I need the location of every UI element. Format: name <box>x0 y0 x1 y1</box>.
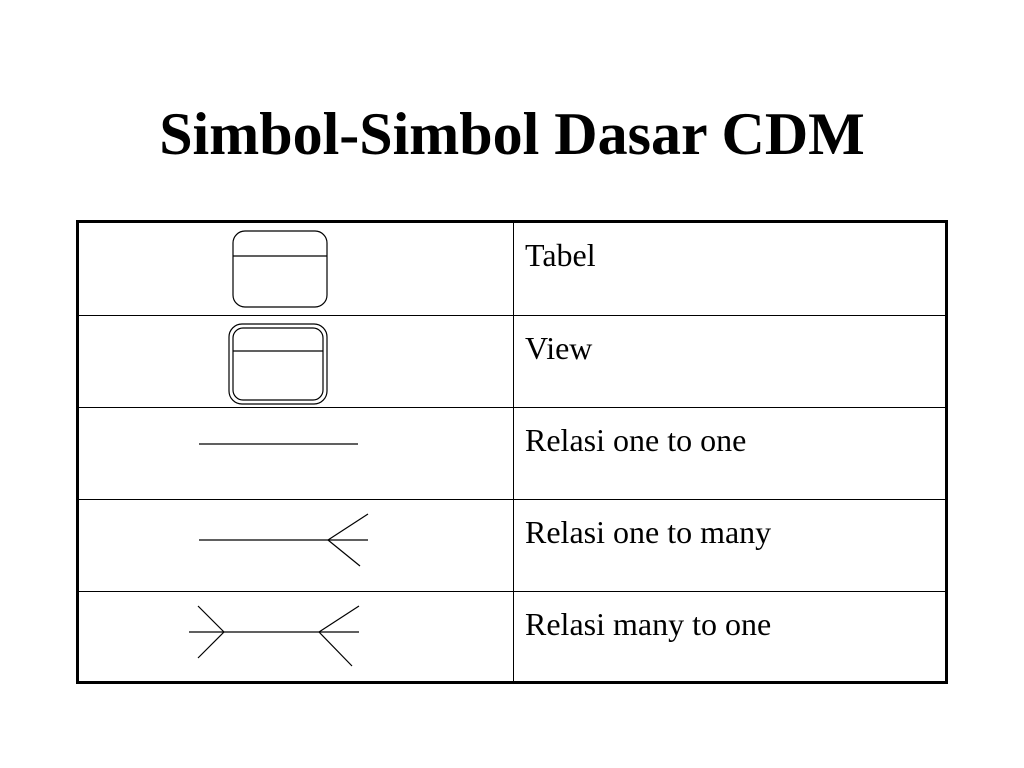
symbol-label: Tabel <box>525 237 596 273</box>
view-entity-icon <box>228 323 328 405</box>
table-row: Relasi many to one <box>79 591 945 684</box>
symbol-label: Relasi one to one <box>525 422 747 458</box>
symbol-label: Relasi many to one <box>525 606 772 642</box>
symbol-cell <box>79 316 514 407</box>
table-row: Relasi one to many <box>79 499 945 591</box>
symbol-cell <box>79 592 514 684</box>
slide-title: Simbol-Simbol Dasar CDM <box>159 101 865 167</box>
symbol-label: View <box>525 330 593 366</box>
table-row: Relasi one to one <box>79 407 945 499</box>
symbol-cell <box>79 408 514 499</box>
one-to-one-relation-icon <box>199 443 358 445</box>
table-row: View <box>79 315 945 407</box>
table-entity-icon <box>232 230 328 308</box>
symbol-cell <box>79 500 514 591</box>
table-row: Tabel <box>79 223 945 315</box>
symbol-cell <box>79 223 514 315</box>
symbol-table: Tabel View Relasi one to one <box>76 220 948 684</box>
symbol-label: Relasi one to many <box>525 514 772 550</box>
many-to-one-relation-icon <box>189 605 360 667</box>
one-to-many-relation-icon <box>199 513 369 567</box>
